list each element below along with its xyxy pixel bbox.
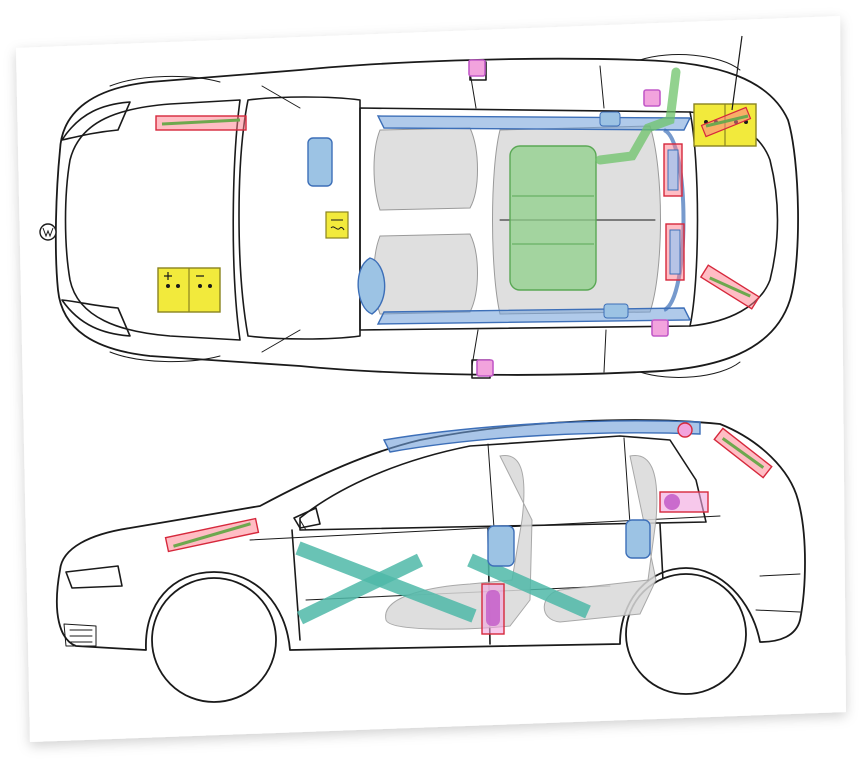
side-hood-strut [173, 522, 251, 548]
centre-airbag-panel-seams [512, 195, 594, 245]
side-hatch-strut [721, 437, 765, 469]
side-mirror [293, 507, 321, 529]
top-view [39, 35, 799, 379]
side-rear-bumper [755, 573, 801, 613]
side-airbag-front-left [307, 137, 333, 187]
gas-line-to-hatch [595, 67, 681, 165]
side-headlight [65, 565, 123, 589]
side-curtain-airbag [382, 420, 701, 453]
battery-engine-bay [157, 267, 221, 313]
side-windows [299, 435, 707, 531]
rear-wheel [625, 573, 747, 695]
side-airbag-rear [625, 519, 651, 559]
hatch-strut-rear [709, 276, 751, 298]
windshield-outline [238, 96, 361, 340]
side-airbag-b-pillar-left [599, 111, 621, 127]
top-gas-struts [155, 115, 761, 310]
top-headlight-left [61, 101, 131, 141]
battery-icon [157, 103, 757, 313]
inflator-b-pillar-left [643, 89, 661, 107]
c-pillar-inflator [664, 494, 680, 510]
centre-airbag-panel [509, 145, 597, 291]
side-curtain-end-inflator [677, 422, 693, 438]
side-pillars [299, 437, 631, 531]
battery-cabin-small [325, 211, 349, 239]
curtain-airbag-rear-loop [662, 128, 686, 312]
inflator-b-pillar-right [651, 319, 669, 337]
inflator-top-right [476, 359, 494, 377]
top-headlight-right [61, 299, 131, 337]
front-wheel [151, 577, 277, 703]
front-seat-right [373, 233, 478, 315]
side-view [56, 419, 806, 703]
b-pillar-inflator [486, 590, 500, 626]
knee-airbag-round [357, 257, 386, 315]
vw-roundel-icon [39, 223, 57, 241]
top-view-body-outline [54, 57, 799, 376]
side-airbag-front [487, 525, 515, 567]
top-wheel-arches [109, 54, 741, 378]
hatch-strut-left [667, 149, 679, 191]
inflator-top-left [468, 59, 486, 77]
battery-rear [693, 103, 757, 147]
hood-strut [161, 118, 241, 126]
hatch-strut-right [669, 229, 681, 275]
side-airbag-b-pillar-right [603, 303, 629, 319]
side-grille [63, 623, 97, 647]
front-seat-left [373, 127, 478, 211]
hood-outline [64, 99, 241, 341]
top-door-lines [261, 65, 607, 373]
roof-outline [359, 107, 699, 331]
reinforcement-bar-diagonal-b [296, 553, 424, 625]
airbag-inflator-icon [468, 59, 669, 377]
leader-line [731, 35, 743, 111]
reinforcement-bar-rear [467, 553, 591, 619]
